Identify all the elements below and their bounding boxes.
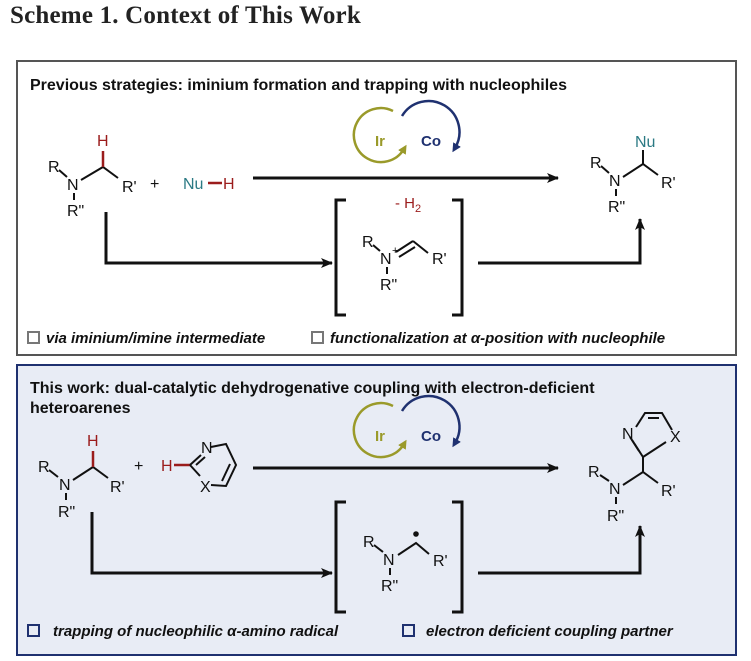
- p1-int-r: R: [362, 234, 374, 251]
- panel2-product: N X R N R' R": [588, 412, 681, 525]
- p2-reactant-n: N: [59, 477, 71, 494]
- p2-het-ring-bonds: [189, 442, 238, 488]
- panel2-reactant-amine: R N H R' R": [38, 433, 125, 521]
- p1-reactant-n: N: [67, 177, 79, 194]
- p2-cobalt-label: Co: [421, 428, 441, 445]
- p1-cobalt-cycle: [400, 99, 461, 153]
- panel1-product: Nu R N R' R": [590, 134, 676, 216]
- panel-previous-heading: Previous strategies: iminium formation a…: [30, 77, 567, 94]
- p1-int-r2: R": [380, 277, 397, 294]
- p1-int-bonds: [372, 240, 429, 274]
- p2-het-double-bonds: [195, 456, 231, 482]
- p1-reactant-r: R: [48, 159, 60, 176]
- p1-intermediate-brackets: [334, 198, 464, 317]
- p2-het-x: X: [200, 479, 211, 496]
- p2-int-n: N: [383, 552, 395, 569]
- p2-reactant-h: H: [87, 433, 99, 450]
- p1-hydrogen-loss-prefix: - H: [395, 195, 415, 212]
- panel-this-work: This work: dual-catalytic dehydrogenativ…: [16, 364, 737, 656]
- p1-reactant-h: H: [97, 133, 109, 150]
- panel-this-work-border: [16, 364, 737, 656]
- p2-int-r: R: [363, 534, 375, 551]
- panel-previous-strategies: Previous strategies: iminium formation a…: [16, 60, 737, 356]
- p2-lower-right-arrow: [478, 525, 645, 575]
- p2-prod-x: X: [670, 429, 681, 446]
- p2-prod-r: R: [588, 464, 600, 481]
- p1-hydrogen-loss-subscript: 2: [415, 203, 421, 215]
- p1-iridium-cycle: [352, 106, 407, 164]
- panel2-catalytic-cycles: Ir Co: [352, 394, 461, 459]
- p2-radical-dot: [413, 531, 419, 537]
- panel1-feature-list: via iminium/imine intermediate functiona…: [27, 330, 665, 347]
- p1-feature-1-checkbox: [27, 331, 40, 344]
- p1-feature-2-checkbox: [311, 331, 324, 344]
- p2-plus-sign: +: [134, 458, 143, 475]
- p1-prod-r2: R": [608, 199, 625, 216]
- p1-lower-left-arrow: [104, 212, 333, 268]
- p1-prod-nu: Nu: [635, 134, 655, 151]
- p2-prod-r2: R": [607, 508, 624, 525]
- p1-feature-1-text: via iminium/imine intermediate: [46, 330, 265, 347]
- p2-prod-r1: R': [661, 483, 676, 500]
- p1-plus-sign: +: [150, 176, 159, 193]
- p2-int-r2: R": [381, 578, 398, 595]
- p1-hydrogen-loss: - H2: [395, 195, 421, 215]
- p1-reactant-r1: R': [122, 179, 137, 196]
- p1-reactant-r2: R": [67, 203, 84, 220]
- p1-lower-right-arrow: [478, 218, 645, 265]
- panel-this-work-heading-line1: This work: dual-catalytic dehydrogenativ…: [30, 380, 595, 397]
- p2-int-bonds: [373, 541, 430, 575]
- p1-prod-r1: R': [661, 175, 676, 192]
- p2-prod-ring-n: N: [622, 426, 634, 443]
- p1-iridium-label: Ir: [375, 133, 385, 150]
- p2-iridium-label: Ir: [375, 428, 385, 445]
- panel1-nucleophile: Nu H: [183, 176, 235, 193]
- p2-cobalt-cycle: [400, 394, 461, 448]
- panel1-reactant-amine: R N H R' R": [48, 133, 137, 220]
- panel2-heteroarene: H N X: [161, 440, 238, 496]
- p2-lower-left-arrow: [90, 512, 333, 578]
- p1-feature-2-text: functionalization at α-position with nuc…: [330, 330, 665, 347]
- p1-nu-h: H: [223, 176, 235, 193]
- p2-prod-double-bonds: [629, 417, 659, 452]
- p1-nu-label: Nu: [183, 176, 203, 193]
- p2-iridium-cycle: [352, 401, 407, 459]
- p2-intermediate-brackets: [334, 500, 464, 614]
- p2-feature-2-checkbox: [402, 624, 415, 637]
- scheme-title: Scheme 1. Context of This Work: [10, 2, 361, 29]
- p2-reactant-r2: R": [58, 504, 75, 521]
- p2-feature-1-text: trapping of nucleophilic α-amino radical: [53, 623, 339, 640]
- p1-int-r1: R': [432, 251, 447, 268]
- p1-int-n: N: [380, 251, 392, 268]
- p1-cobalt-label: Co: [421, 133, 441, 150]
- panel-this-work-heading-line2: heteroarenes: [30, 400, 131, 417]
- panel2-radical-intermediate: R N R' R": [363, 531, 448, 595]
- panel1-catalytic-cycles: Ir Co: [352, 99, 461, 164]
- p2-int-r1: R': [433, 553, 448, 570]
- p2-feature-2-text: electron deficient coupling partner: [426, 623, 674, 640]
- p2-feature-1-checkbox: [27, 624, 40, 637]
- p1-prod-bonds: [600, 150, 659, 196]
- p1-prod-r: R: [590, 155, 602, 172]
- p2-prod-n: N: [609, 481, 621, 498]
- p2-het-n: N: [201, 440, 213, 457]
- p2-prod-bonds: [599, 457, 659, 504]
- p2-reactant-r1: R': [110, 479, 125, 496]
- panel-previous-border: [16, 60, 737, 356]
- p2-reactant-r: R: [38, 459, 50, 476]
- p2-het-h: H: [161, 458, 173, 475]
- panel2-feature-list: trapping of nucleophilic α-amino radical…: [27, 623, 674, 640]
- p1-int-charge: +: [392, 245, 398, 257]
- panel1-iminium-intermediate: R N + R' R": [362, 234, 447, 294]
- p1-prod-n: N: [609, 173, 621, 190]
